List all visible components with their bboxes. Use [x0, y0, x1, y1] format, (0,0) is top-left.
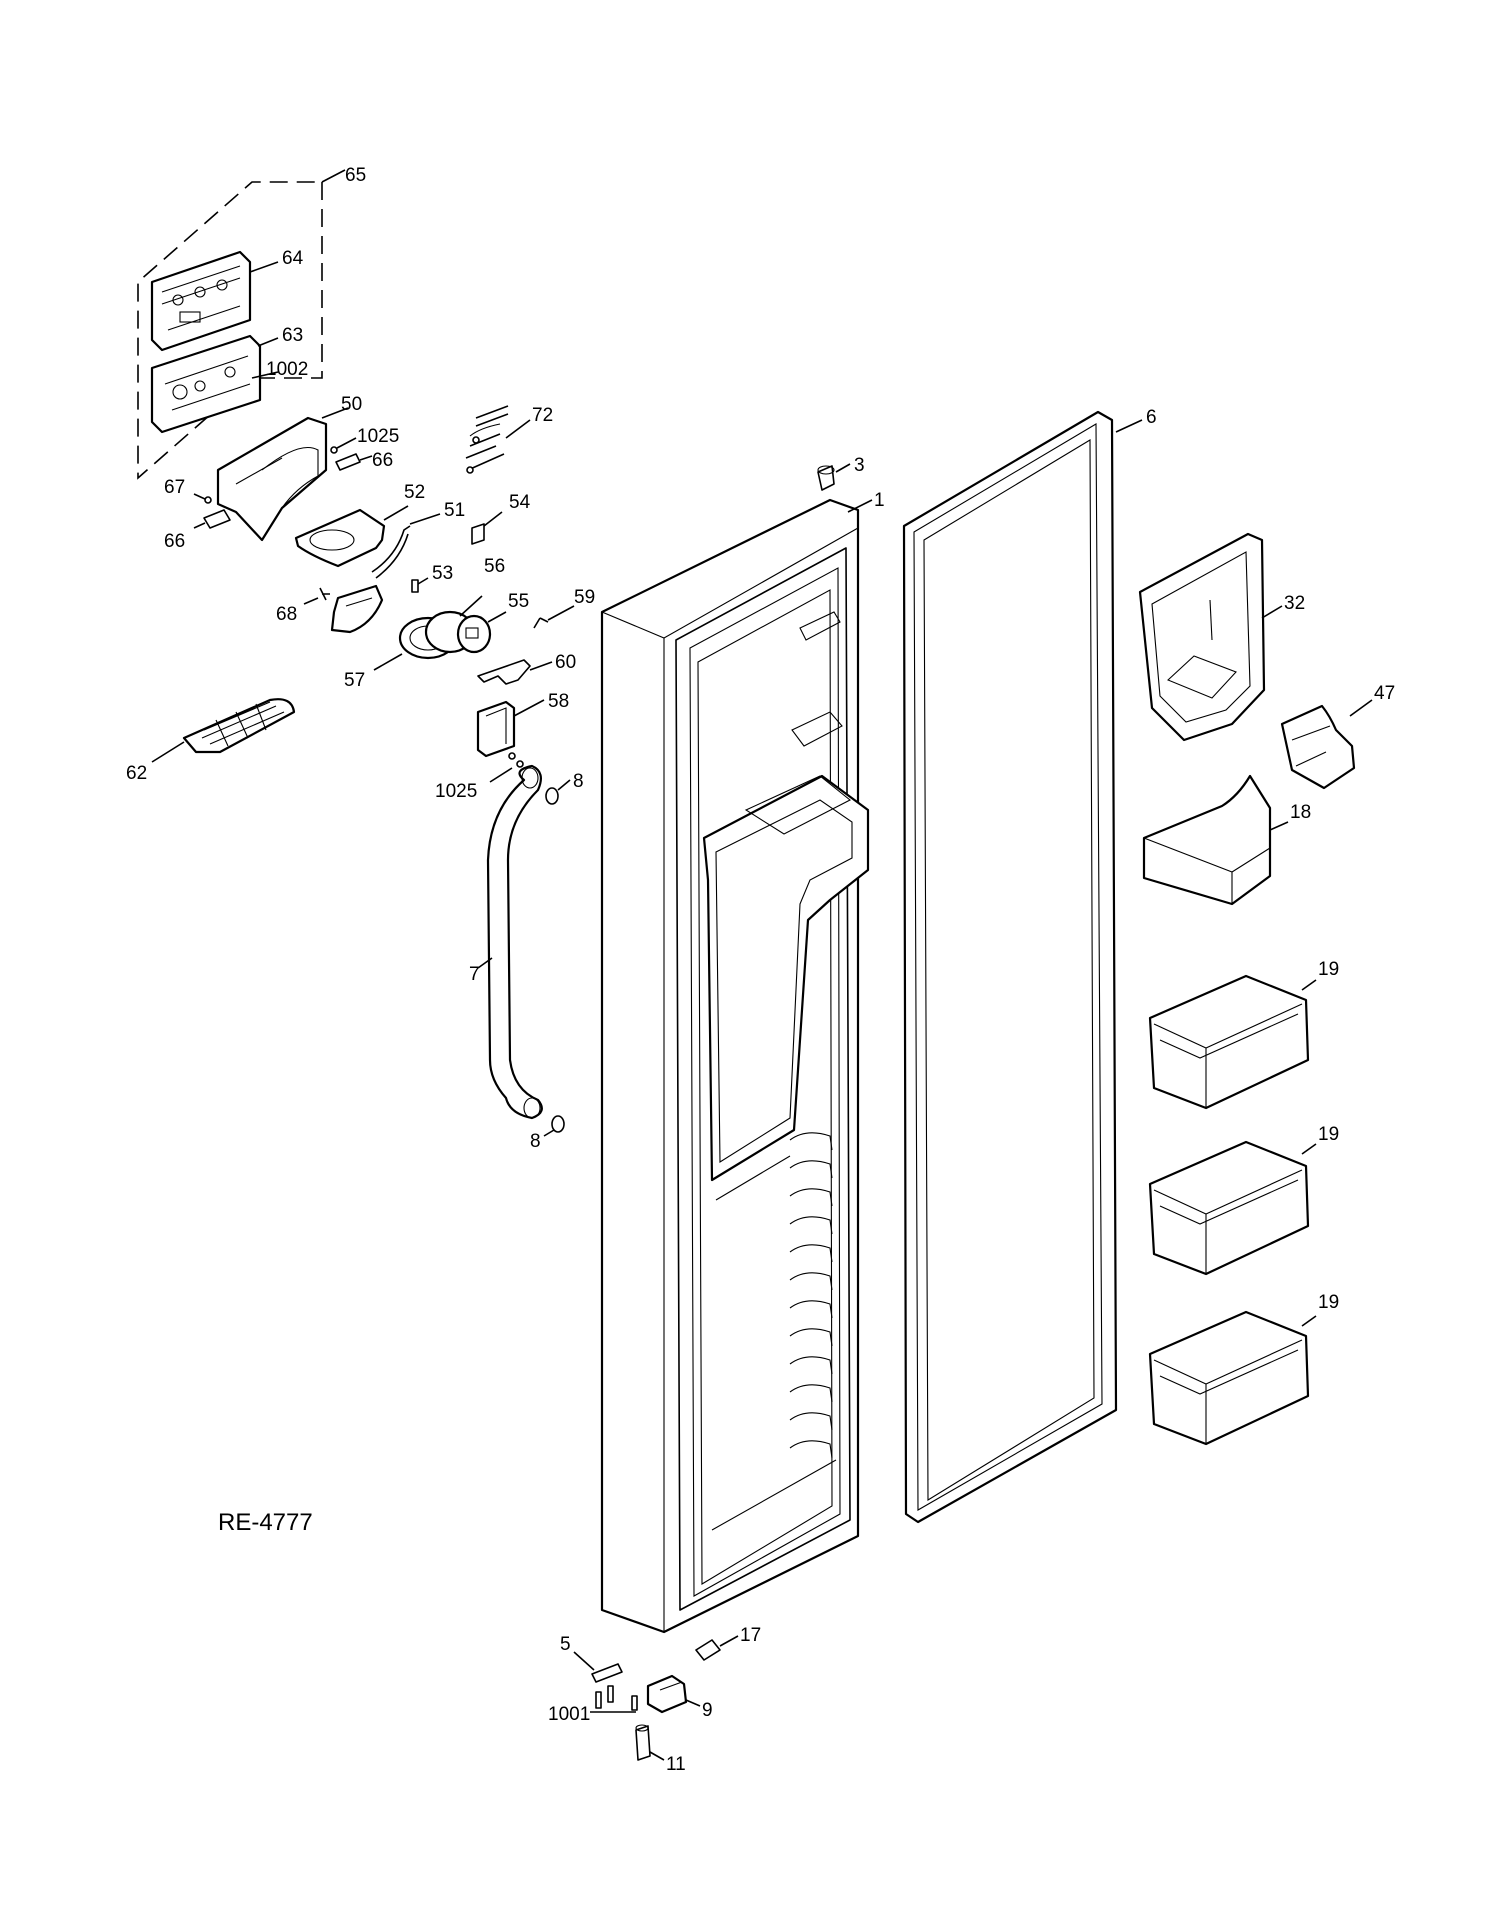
- reference-code: RE-4777: [218, 1509, 313, 1536]
- callout-labels: 65 64 63 1002 50 1025 66 67 66 72 52 51 …: [126, 165, 1395, 1775]
- callout-1025-a: 1025: [357, 426, 399, 447]
- callout-6: 6: [1146, 407, 1157, 428]
- part-64-panel: [150, 250, 279, 352]
- callout-17: 17: [740, 1625, 761, 1646]
- callout-47: 47: [1374, 683, 1395, 704]
- callout-9: 9: [702, 1700, 713, 1721]
- part-52-chute: [294, 505, 409, 568]
- part-54-switch: [471, 511, 503, 545]
- part-47-small-bin: [1280, 699, 1373, 790]
- callout-32: 32: [1284, 593, 1305, 614]
- part-6-gasket: [902, 410, 1143, 1524]
- part-63-control-board: [150, 334, 279, 434]
- callout-52: 52: [404, 482, 425, 503]
- callout-58: 58: [548, 691, 569, 712]
- part-67-screw: [193, 493, 212, 504]
- callout-11: 11: [666, 1754, 686, 1775]
- part-3-plug: [817, 463, 851, 491]
- callout-68: 68: [276, 604, 297, 625]
- part-1001-screws: [590, 1685, 638, 1713]
- callout-8-top: 8: [573, 771, 584, 792]
- callout-72: 72: [532, 405, 553, 426]
- part-51-arm: [371, 513, 441, 579]
- callout-54: 54: [509, 492, 531, 513]
- callout-19-b: 19: [1318, 1124, 1339, 1145]
- callout-65: 65: [345, 165, 366, 186]
- part-5-plate: [573, 1651, 623, 1683]
- part-68-spring: [303, 587, 330, 605]
- callout-59: 59: [574, 587, 595, 608]
- part-53-pin: [411, 577, 429, 593]
- part-66-bracket-a: [335, 453, 373, 471]
- part-1025-screw-a: [330, 437, 357, 454]
- part-1-door: [600, 498, 873, 1634]
- callout-57: 57: [344, 670, 365, 691]
- callout-18: 18: [1290, 802, 1311, 823]
- part-1025-screw-b: [489, 752, 524, 783]
- part-8-screw-bottom: [543, 1115, 565, 1137]
- part-18-cover: [1142, 774, 1289, 906]
- callout-63: 63: [282, 325, 303, 346]
- door-shelf-ribs: [789, 1132, 833, 1459]
- callout-60: 60: [555, 652, 576, 673]
- callout-56: 56: [484, 556, 505, 577]
- part-7-handle: [477, 764, 543, 1120]
- callout-3: 3: [854, 455, 865, 476]
- dispenser-assembly-group: [137, 169, 346, 480]
- part-50-housing: [216, 407, 349, 542]
- callout-5: 5: [560, 1634, 571, 1655]
- callout-62: 62: [126, 763, 147, 784]
- callout-7: 7: [469, 964, 480, 985]
- callout-64: 64: [282, 248, 304, 269]
- part-62-drip-tray: [151, 698, 296, 763]
- part-66-bracket-b: [193, 509, 231, 529]
- callout-8-bottom: 8: [530, 1131, 541, 1152]
- part-58-solenoid: [476, 699, 545, 758]
- part-19-bin-top: [1148, 974, 1317, 1110]
- part-paddle: [330, 584, 384, 634]
- part-17-bushing: [695, 1635, 739, 1661]
- part-9-hinge-block: [646, 1674, 701, 1714]
- part-55-motor: [456, 611, 507, 654]
- part-32-bin: [1138, 532, 1283, 742]
- callout-53: 53: [432, 563, 453, 584]
- callout-19-c: 19: [1318, 1292, 1339, 1313]
- part-8-screw-top: [545, 779, 571, 805]
- assembly-dashed-outline: [137, 181, 323, 480]
- part-11-hinge-pin: [635, 1724, 665, 1761]
- callout-1025-b: 1025: [435, 781, 477, 802]
- callout-1001: 1001: [548, 1704, 590, 1725]
- part-19-bin-bottom: [1148, 1310, 1317, 1446]
- callout-51: 51: [444, 500, 465, 521]
- callout-55: 55: [508, 591, 529, 612]
- part-19-bin-middle: [1148, 1140, 1317, 1276]
- part-60-bracket: [477, 659, 553, 685]
- callout-66-b: 66: [164, 531, 185, 552]
- part-72-wire-harness: [465, 405, 531, 474]
- callout-1: 1: [874, 490, 885, 511]
- callout-50: 50: [341, 394, 362, 415]
- callout-19-a: 19: [1318, 959, 1339, 980]
- part-59-screw: [533, 605, 575, 629]
- callout-66-a: 66: [372, 450, 393, 471]
- callout-67: 67: [164, 477, 185, 498]
- callout-1002: 1002: [266, 359, 308, 380]
